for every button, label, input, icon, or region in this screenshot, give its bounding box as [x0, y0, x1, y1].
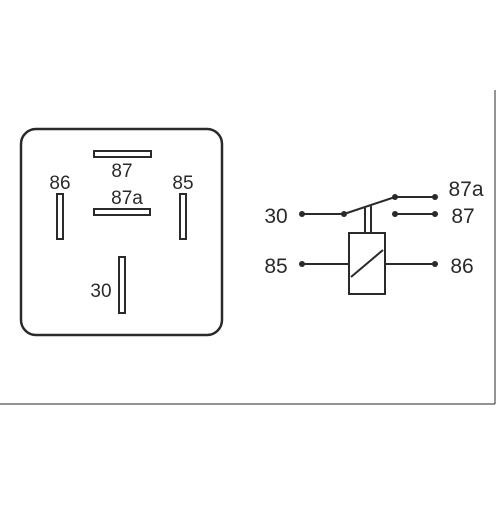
pin-85-slot [179, 193, 187, 240]
terminal-85-label: 85 [264, 255, 287, 278]
terminal-85-dot [299, 261, 305, 267]
contact-87a-dot [392, 194, 398, 200]
pin-86-label: 86 [49, 173, 70, 194]
terminal-87a-label: 87a [448, 178, 483, 201]
switch-arm [343, 196, 396, 215]
relay-footprint: 87 87a 86 85 30 [19, 127, 224, 337]
terminal-87a-dot [432, 194, 438, 200]
pin-87-label: 87 [111, 161, 132, 182]
footprint-outline [19, 127, 224, 337]
pin-30-label: 30 [90, 281, 111, 302]
terminal-86-dot [432, 261, 438, 267]
contact-87-dot [392, 211, 398, 217]
pin-85-label: 85 [172, 173, 193, 194]
terminal-30-dot [299, 211, 305, 217]
pin-86-slot [56, 193, 64, 240]
coil-diagonal [350, 249, 384, 278]
terminal-86-label: 86 [450, 255, 473, 278]
pin-87a-slot [93, 208, 151, 216]
pin-30-slot [118, 256, 126, 314]
switch-pivot-dot [341, 211, 347, 217]
terminal-30-label: 30 [264, 205, 287, 228]
pin-87a-label: 87a [111, 188, 143, 209]
terminal-87-dot [432, 211, 438, 217]
terminal-87-label: 87 [451, 205, 474, 228]
relay-schematic: 30 87a 87 85 86 [264, 178, 484, 295]
pin-87-slot [93, 150, 152, 158]
